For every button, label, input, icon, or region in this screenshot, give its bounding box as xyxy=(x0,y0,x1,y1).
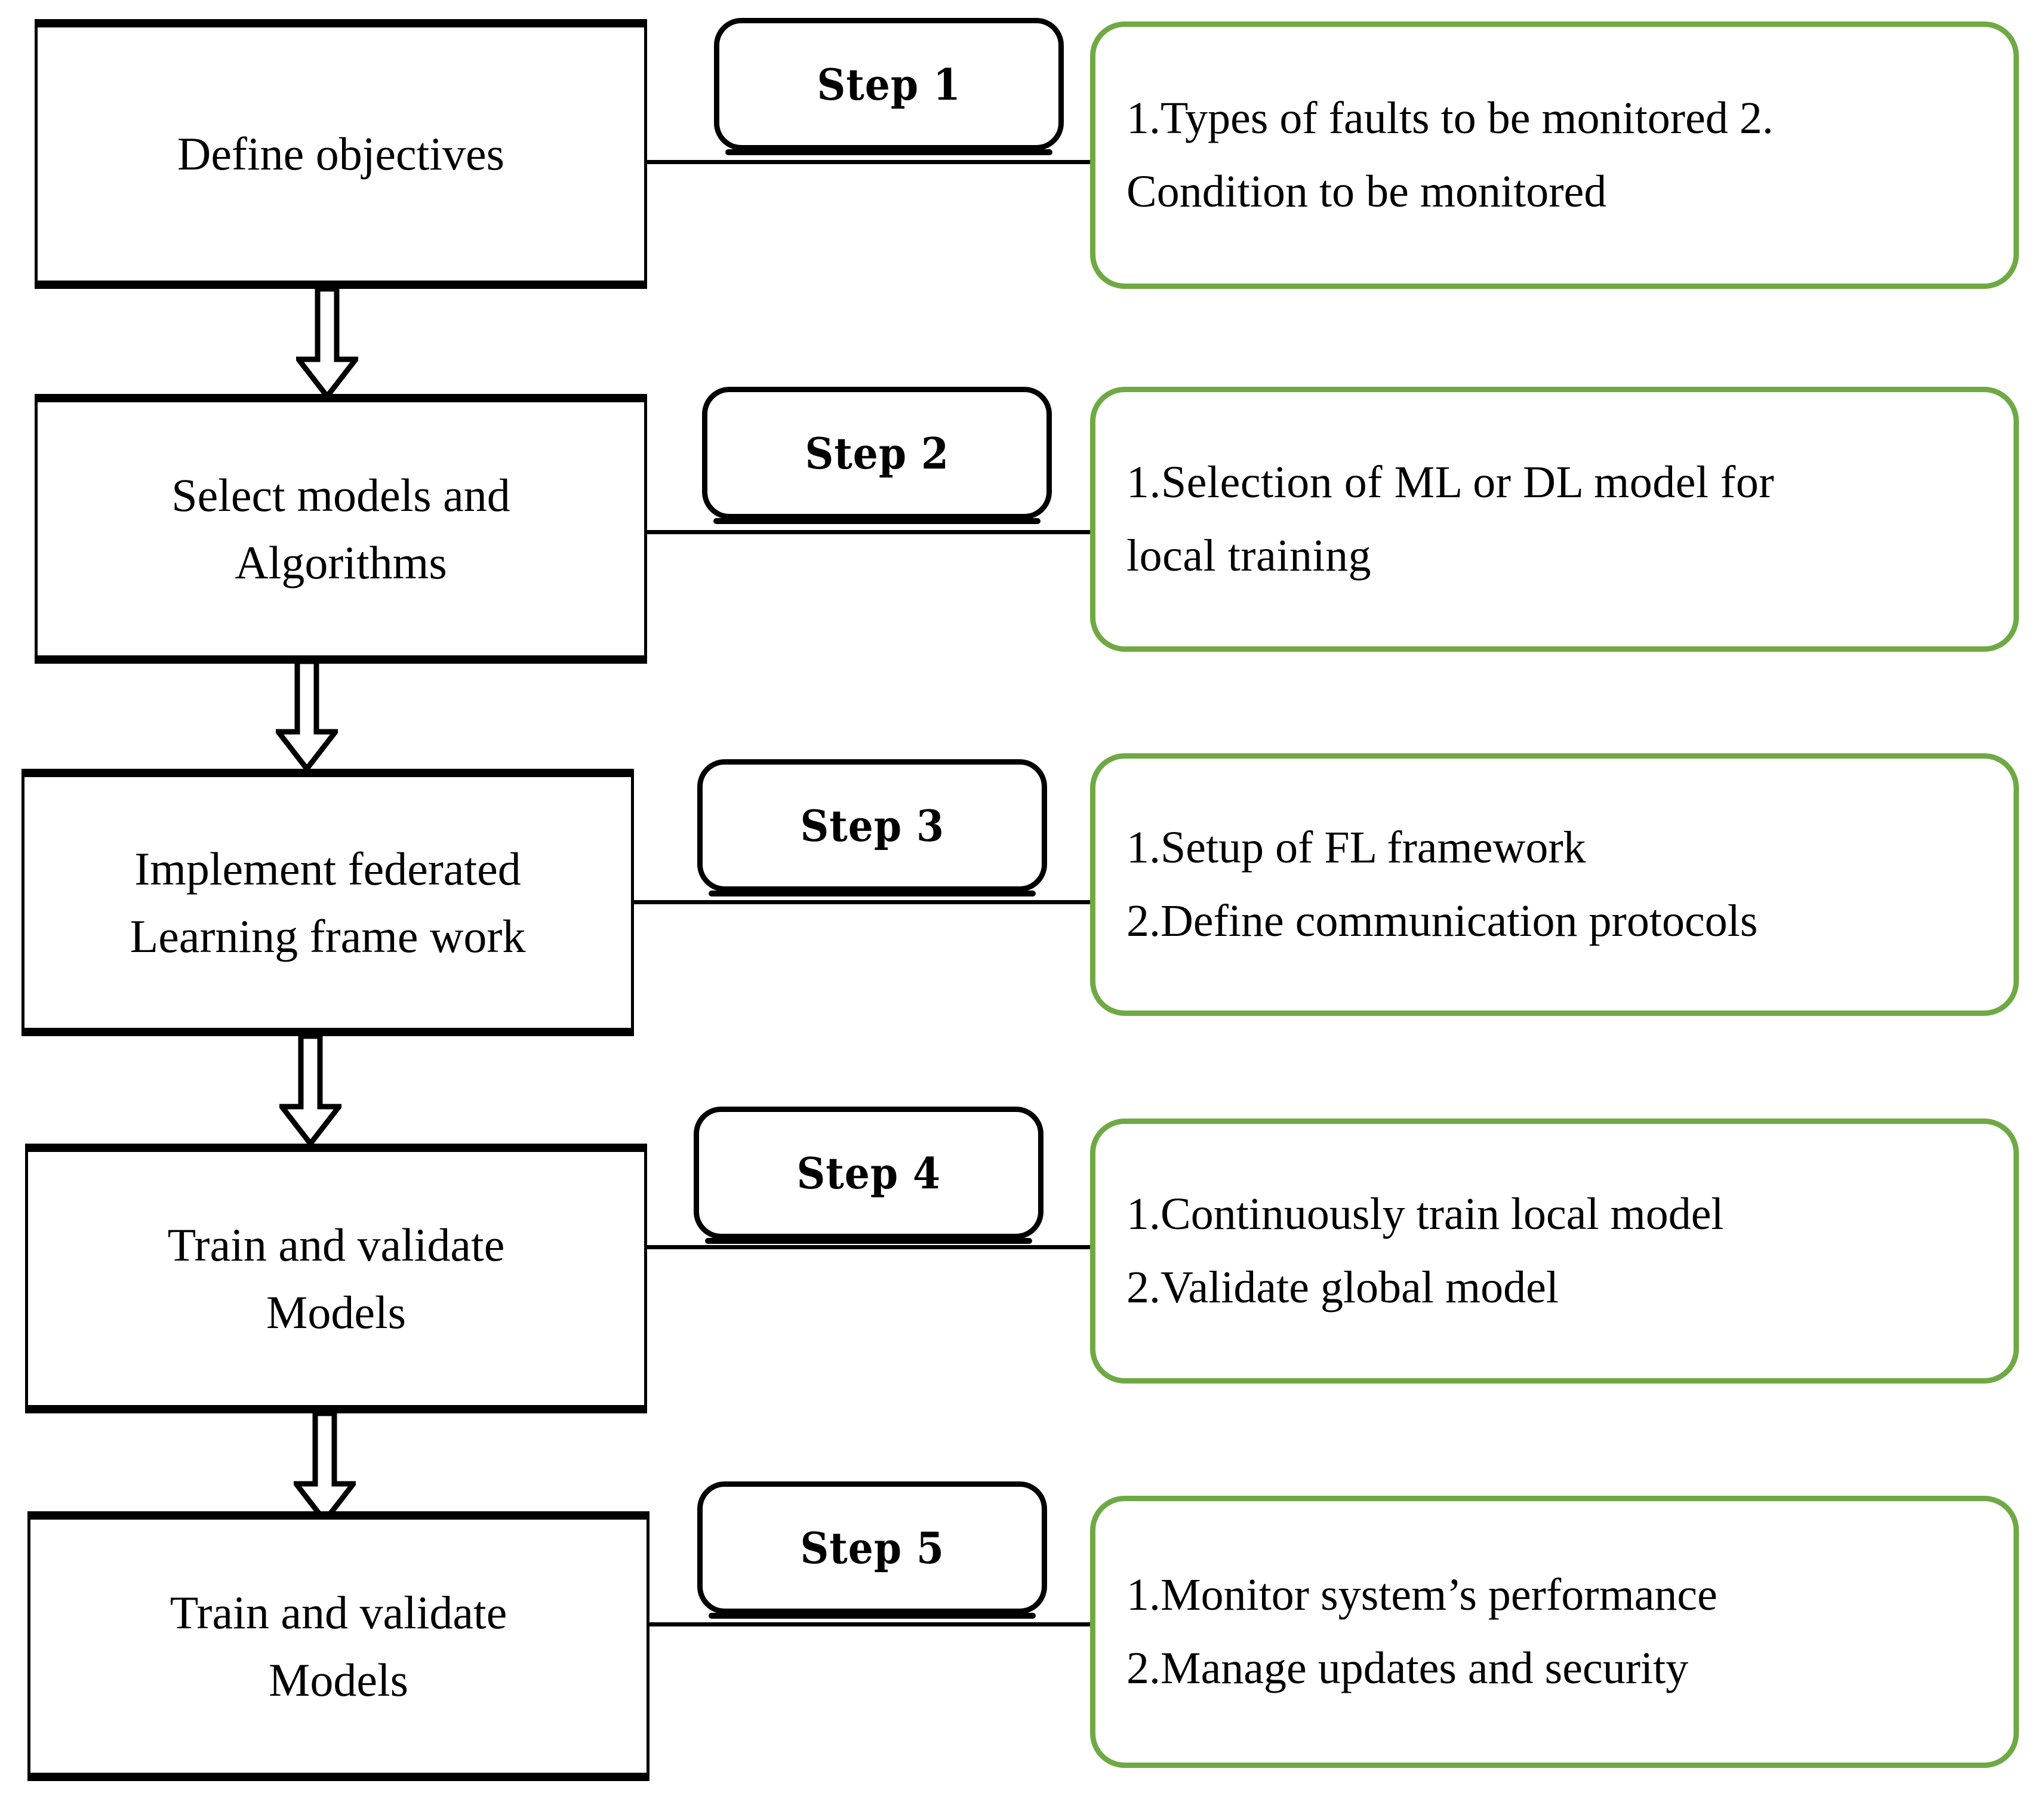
flow-arrow-1-to-2 xyxy=(296,289,358,399)
detail-line: 1.Types of faults to be monitored 2. xyxy=(1126,93,1774,143)
process-box-5[interactable]: Train and validate Models xyxy=(27,1511,649,1781)
process-line: Algorithms xyxy=(235,537,447,589)
process-box-4-label: Train and validate Models xyxy=(147,1211,525,1346)
detail-line: Condition to be monitored xyxy=(1126,167,1607,217)
connector-line-2 xyxy=(647,530,1090,534)
process-box-2[interactable]: Select models and Algorithms xyxy=(35,394,647,664)
step-badge-5-label: Step 5 xyxy=(800,1522,944,1573)
process-line: Train and validate xyxy=(170,1586,507,1638)
detail-line: 1.Monitor system’s performance xyxy=(1126,1569,1717,1620)
process-line: Models xyxy=(266,1286,406,1338)
step-badge-2-label: Step 2 xyxy=(805,427,949,479)
process-box-3-label: Implement federated Learning frame work xyxy=(110,835,546,970)
process-box-1-label: Define objectives xyxy=(157,120,525,187)
step-badge-3-label: Step 3 xyxy=(800,800,944,851)
step-badge-4[interactable]: Step 4 xyxy=(694,1107,1043,1244)
step-badge-1[interactable]: Step 1 xyxy=(714,18,1064,155)
process-line: Learning frame work xyxy=(130,910,526,962)
process-line: Define objectives xyxy=(177,128,504,180)
process-line: Models xyxy=(268,1654,408,1706)
detail-line: local training xyxy=(1126,531,1372,581)
connector-line-1 xyxy=(647,160,1090,164)
detail-line: 1.Continuously train local model xyxy=(1126,1188,1724,1239)
step-badge-5[interactable]: Step 5 xyxy=(697,1481,1047,1619)
detail-line: 1.Setup of FL framework xyxy=(1126,822,1586,873)
detail-box-4[interactable]: 1.Continuously train local model 2.Valid… xyxy=(1090,1119,2019,1384)
process-line: Train and validate xyxy=(167,1218,505,1271)
flow-arrow-2-to-3 xyxy=(276,661,338,771)
detail-line: 2.Define communication protocols xyxy=(1126,896,1758,946)
process-box-4[interactable]: Train and validate Models xyxy=(25,1144,647,1413)
connector-line-4 xyxy=(647,1245,1090,1249)
step-badge-2[interactable]: Step 2 xyxy=(702,387,1052,524)
flow-arrow-3-to-4 xyxy=(279,1036,341,1146)
detail-box-1[interactable]: 1.Types of faults to be monitored 2. Con… xyxy=(1090,21,2019,289)
detail-box-2[interactable]: 1.Selection of ML or DL model for local … xyxy=(1090,387,2019,652)
step-badge-3[interactable]: Step 3 xyxy=(697,759,1047,897)
detail-box-3[interactable]: 1.Setup of FL framework 2.Define communi… xyxy=(1090,753,2019,1016)
connector-line-3 xyxy=(634,900,1090,904)
detail-box-5[interactable]: 1.Monitor system’s performance 2.Manage … xyxy=(1090,1496,2019,1768)
process-line: Select models and xyxy=(171,469,510,521)
step-badge-1-label: Step 1 xyxy=(817,58,961,110)
step-badge-4-label: Step 4 xyxy=(796,1147,941,1199)
detail-line: 2.Validate global model xyxy=(1126,1262,1559,1313)
detail-line: 2.Manage updates and security xyxy=(1126,1643,1689,1693)
flow-arrow-4-to-5 xyxy=(294,1413,356,1523)
process-box-2-label: Select models and Algorithms xyxy=(151,461,531,596)
connector-line-5 xyxy=(649,1622,1090,1626)
process-box-1[interactable]: Define objectives xyxy=(35,19,647,289)
process-box-3[interactable]: Implement federated Learning frame work xyxy=(21,769,634,1036)
detail-line: 1.Selection of ML or DL model for xyxy=(1126,457,1775,507)
process-line: Implement federated xyxy=(134,842,521,895)
process-box-5-label: Train and validate Models xyxy=(150,1579,528,1714)
